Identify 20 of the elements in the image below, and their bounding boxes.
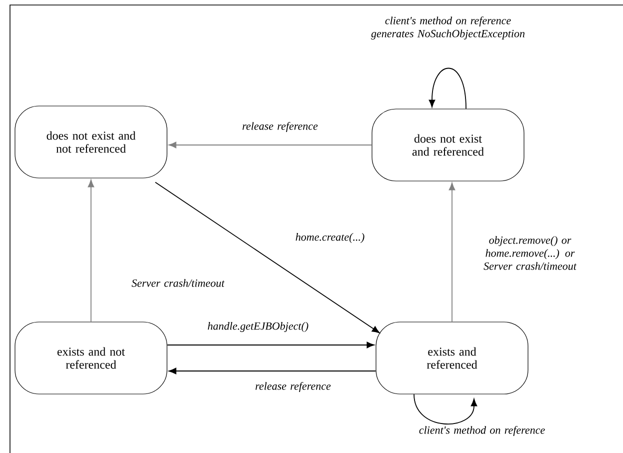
edge-label: release reference [242, 122, 318, 132]
state-box: exists and referenced [376, 322, 528, 394]
state-box: exists and not referenced [14, 322, 168, 394]
edge-label: object.remove() or home.remove(...) or Server crash/timeout [484, 236, 577, 270]
arrow [414, 394, 478, 424]
edge-label: home.create(...) [296, 233, 364, 243]
arrow [168, 368, 376, 374]
edge-label: Server crash/timeout [132, 279, 225, 287]
edge-label: handle.getEJBObject() [208, 322, 308, 332]
arrow [428, 68, 466, 110]
arrow [448, 182, 456, 322]
state-box: does not exist and not referenced [14, 106, 168, 178]
state-box: does not exist and referenced [372, 108, 524, 182]
edge-label: client's method on reference [419, 426, 545, 436]
edge-label: release reference [256, 382, 331, 392]
edge-label: client's method on reference generates NoSuchObjectException [371, 16, 525, 40]
arrow [88, 180, 94, 322]
arrow [154, 182, 380, 334]
arrow [168, 142, 372, 148]
arrow [166, 342, 374, 348]
